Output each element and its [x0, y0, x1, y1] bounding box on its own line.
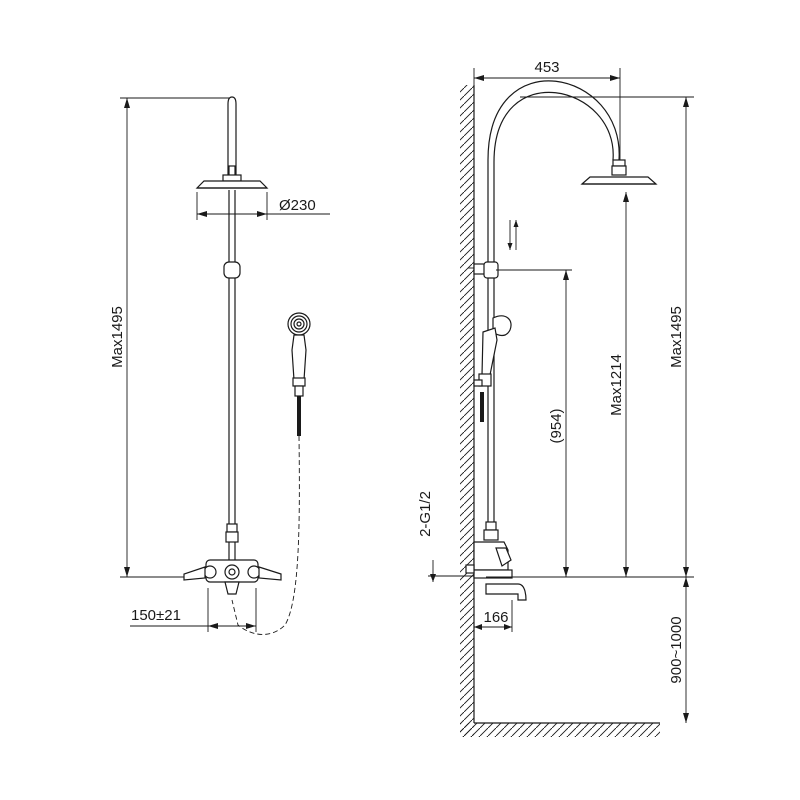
- inlet-spacing-label: 150±21: [131, 607, 181, 624]
- hand-shower-front: [287, 312, 311, 436]
- slide-range-label: (954): [548, 408, 565, 443]
- arm-reach-dimension: 453: [473, 59, 621, 170]
- arm-reach-label: 453: [534, 59, 559, 76]
- slide-bracket: [223, 261, 241, 279]
- spout-projection-dimension: 166: [473, 600, 513, 632]
- hose-front: [231, 435, 300, 635]
- side-height-dimension: Max1495: [668, 97, 689, 577]
- riser-arm-side: [487, 80, 620, 528]
- hand-shower-side: [473, 315, 512, 422]
- slide-range-dimension: (954): [548, 270, 569, 577]
- mixer-front: [183, 523, 282, 595]
- mount-height-label: 900~1000: [668, 616, 685, 683]
- side-height-label: Max1495: [668, 306, 685, 368]
- mixer-side: [465, 521, 527, 601]
- riser-pipe: [227, 96, 237, 528]
- slide-height-label: Max1214: [608, 354, 625, 416]
- side-view: 453: [417, 59, 694, 737]
- inlet-thread-callout: 2-G1/2: [417, 491, 474, 582]
- inlet-thread-label: 2-G1/2: [417, 491, 434, 537]
- shower-head-front: [195, 174, 269, 189]
- head-diameter-label: Ø230: [279, 197, 316, 214]
- front-height-dimension: Max1495: [109, 97, 230, 578]
- mount-height-dimension: 900~1000: [668, 577, 689, 723]
- inlet-spacing-dimension: 150±21: [130, 588, 257, 632]
- spout-projection-label: 166: [483, 609, 508, 626]
- front-height-label: Max1495: [109, 306, 126, 368]
- wall-section: [460, 85, 660, 737]
- front-view: Max1495 Ø230: [109, 96, 330, 635]
- slide-height-dimension: Max1214: [608, 192, 629, 577]
- head-diameter-dimension: Ø230: [196, 192, 330, 220]
- shower-head-side: [580, 159, 658, 185]
- slide-arrows-icon: [507, 220, 519, 250]
